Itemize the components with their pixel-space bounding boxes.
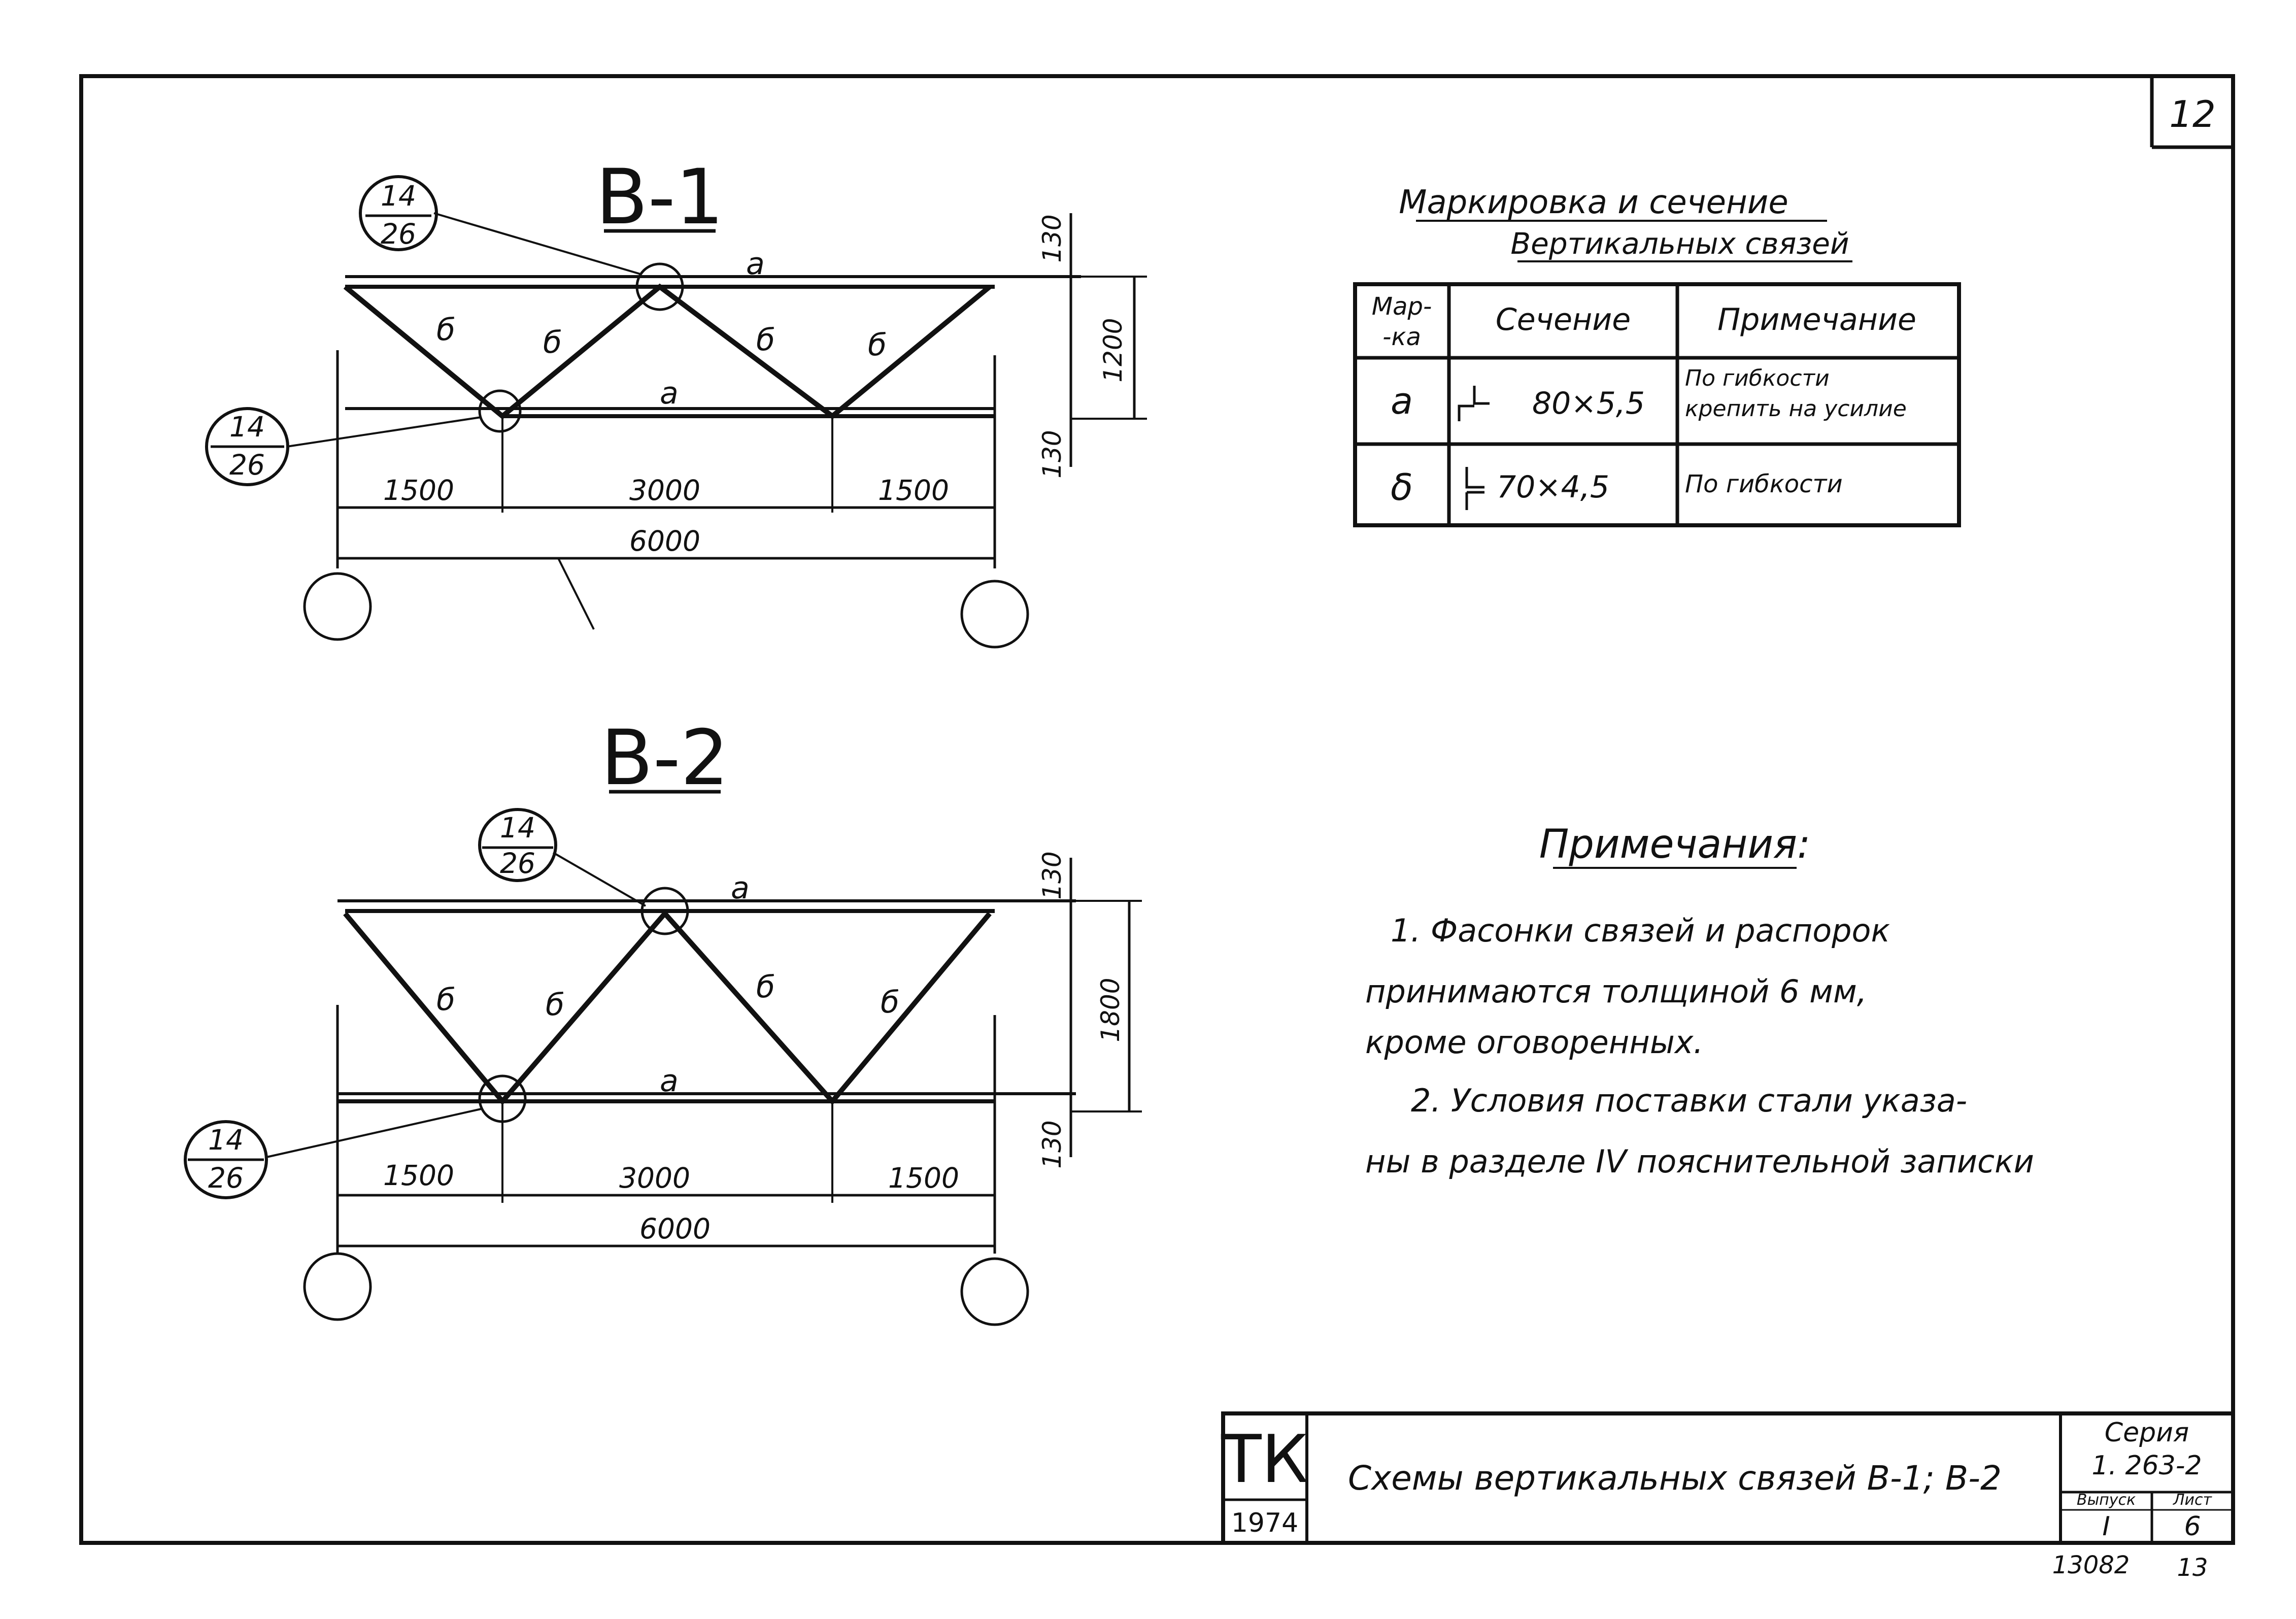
notes-line-1: 1. Фасонки связей и распорок [1391, 912, 1890, 949]
b1-dim-v-bottom: 130 [1037, 430, 1067, 478]
b1-title: В-1 [596, 153, 724, 242]
sheet-value: 6 [2184, 1511, 2201, 1542]
b1-dim-total: 6000 [629, 525, 700, 557]
series-label: Серия [2105, 1418, 2189, 1448]
b2-top-chord-label: а [731, 870, 750, 906]
b2-diagonals [343, 909, 992, 1105]
issue-label: Выпуск [2077, 1491, 2136, 1509]
sheet-number: 12 [2169, 93, 2216, 136]
org-mark: ТК [1221, 1421, 1308, 1498]
svg-text:14: 14 [381, 180, 416, 212]
b1-axis-bubble-right [960, 580, 1029, 649]
svg-text:14: 14 [229, 411, 265, 443]
b2-diagonal-label-2: б [546, 987, 564, 1023]
b1-dim-v-top: 130 [1037, 214, 1067, 262]
marking-table: Маркировка и сечение Вертикальных связей… [1353, 184, 1961, 527]
svg-text:14: 14 [208, 1124, 244, 1156]
notes-line-2: принимаются толщиной 6 мм, [1365, 973, 1867, 1010]
svg-text:26: 26 [229, 449, 265, 481]
diagram-b2: В-2 а а б б б б 14 26 14 26 [184, 714, 1142, 1326]
year: 1974 [1231, 1508, 1298, 1538]
b1-dim-middle: 3000 [629, 474, 700, 507]
b2-diagonal-label-3: б [756, 969, 775, 1005]
b1-callout-top: 14 26 [359, 175, 641, 275]
row-a-mark: а [1391, 380, 1413, 422]
diagram-b1: В-1 а а б б б б 14 26 14 26 [205, 153, 1147, 649]
svg-text:26: 26 [208, 1162, 244, 1194]
b1-axis-bubble-left [303, 572, 372, 641]
series-value: 1. 263-2 [2091, 1451, 2202, 1481]
page-number: 13 [2177, 1554, 2208, 1582]
svg-text:14: 14 [500, 812, 535, 844]
notes-line-3: кроме оговоренных. [1365, 1024, 1703, 1061]
double-angle-icon [1458, 386, 1490, 421]
title-block: ТК 1974 Схемы вертикальных связей В-1; В… [1221, 1411, 2235, 1582]
notes-line-4: 2. Условия поставки стали указа- [1411, 1082, 1967, 1119]
row-b-mark: δ [1391, 466, 1413, 509]
notes-title: Примечания: [1539, 822, 1810, 867]
b2-dim-middle: 3000 [619, 1162, 690, 1194]
b1-dim-left: 1500 [383, 474, 454, 507]
b2-dim-v-height: 1800 [1096, 977, 1125, 1042]
b2-node-top [640, 887, 689, 935]
row-b-note: По гибкости [1685, 470, 1843, 498]
b2-dim-right: 1500 [888, 1162, 959, 1194]
table-title-line2: Вертикальных связей [1510, 226, 1849, 261]
b2-diagonal-label-4: б [881, 985, 899, 1020]
b1-diagonal-label-4: б [868, 327, 887, 363]
table-header-section: Сечение [1496, 302, 1631, 338]
b1-node-top [635, 262, 684, 311]
table-header-mark-2: -ка [1382, 323, 1421, 351]
notes-line-5: ны в разделе IV пояснительной записки [1365, 1143, 2034, 1180]
b2-dim-total: 6000 [639, 1212, 711, 1245]
row-a-note-1: По гибкости [1685, 365, 1830, 391]
b2-diagonal-label-1: б [436, 982, 455, 1018]
archive-number: 13082 [2052, 1551, 2130, 1579]
double-angle-icon [1465, 467, 1484, 510]
b1-diagonals [343, 283, 992, 420]
svg-text:26: 26 [381, 218, 416, 250]
b2-dim-left: 1500 [383, 1159, 454, 1192]
row-a-section: 80×5,5 [1532, 386, 1645, 421]
b2-dim-v-top: 130 [1037, 851, 1067, 899]
sheet-frame [79, 74, 2235, 1545]
b2-bottom-chord-label: а [660, 1063, 679, 1099]
row-b-section: 70×4,5 [1497, 469, 1609, 505]
b1-top-chord-label: а [746, 246, 765, 282]
b1-diagonal-label-2: б [543, 325, 562, 360]
b1-node-bottom [478, 389, 522, 433]
b1-callout-bottom: 14 26 [205, 407, 482, 486]
b1-dim-v-height: 1200 [1098, 318, 1128, 382]
b2-callout-bottom: 14 26 [184, 1108, 482, 1199]
notes: Примечания: 1. Фасонки связей и распорок… [1365, 822, 2034, 1180]
row-a-note-2: крепить на усилие [1685, 396, 1907, 422]
sheet-label: Лист [2173, 1491, 2213, 1509]
table-header-mark-1: Мар- [1372, 292, 1432, 321]
b1-bottom-chord-label: а [660, 376, 679, 411]
table-title-line1: Маркировка и сечение [1399, 184, 1788, 221]
issue-value: I [2102, 1511, 2110, 1542]
b1-diagonal-label-3: б [756, 322, 775, 358]
table-header-note: Примечание [1717, 302, 1916, 338]
sheet-number-box: 12 [2150, 76, 2233, 149]
b2-title: В-2 [601, 714, 729, 802]
b2-callout-top: 14 26 [478, 808, 646, 907]
b2-axis-bubble-right [960, 1257, 1029, 1326]
drawing-title: Схемы вертикальных связей В-1; В-2 [1348, 1459, 2002, 1498]
b2-axis-bubble-left [303, 1252, 372, 1321]
b1-dim-right: 1500 [878, 474, 949, 507]
b1-diagonal-label-1: б [436, 312, 455, 348]
svg-text:26: 26 [500, 847, 535, 880]
b2-dim-v-bottom: 130 [1037, 1120, 1067, 1168]
